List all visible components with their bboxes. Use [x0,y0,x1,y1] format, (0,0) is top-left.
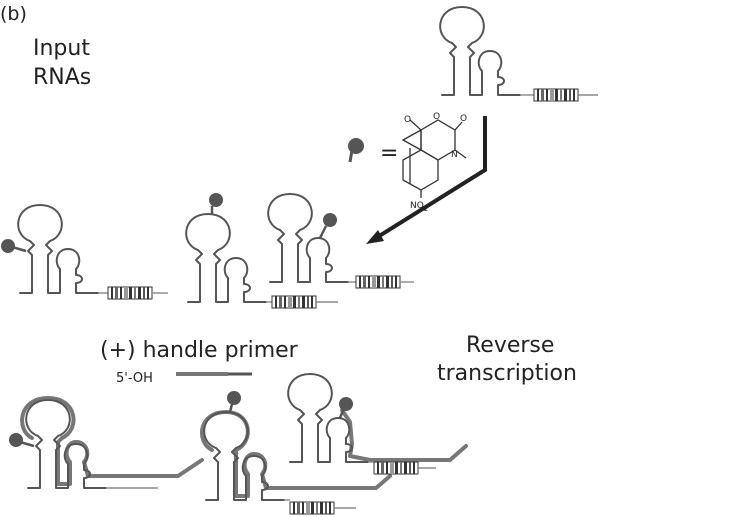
reagent-structure: O O O N NO2 [401,112,467,213]
atom-o-1: O [404,115,411,125]
atom-o-3: O [460,114,467,124]
input-rna [439,6,598,102]
primer-label: (+) handle primer [100,338,299,363]
panel-label: (b) [0,3,27,25]
reaction-arrow [366,116,487,244]
rt-label-line1: Reverse [466,333,554,358]
modifier-pin-icon [348,138,364,163]
modified-rna-2 [185,193,338,309]
modified-rna-1 [1,204,168,300]
input-label-line2: RNAs [33,65,91,90]
equals-sign: = [380,141,398,166]
input-label-line1: Input [33,36,90,61]
rt-product-1 [9,396,204,489]
rt-label-line2: transcription [437,361,577,386]
rt-product-2 [200,391,392,515]
primer-sequence-label: 5'-OH [116,371,153,386]
rt-product-3 [287,373,468,475]
atom-n: N [451,150,458,160]
modified-rna-3 [267,193,414,289]
atom-o-2: O [433,112,440,122]
